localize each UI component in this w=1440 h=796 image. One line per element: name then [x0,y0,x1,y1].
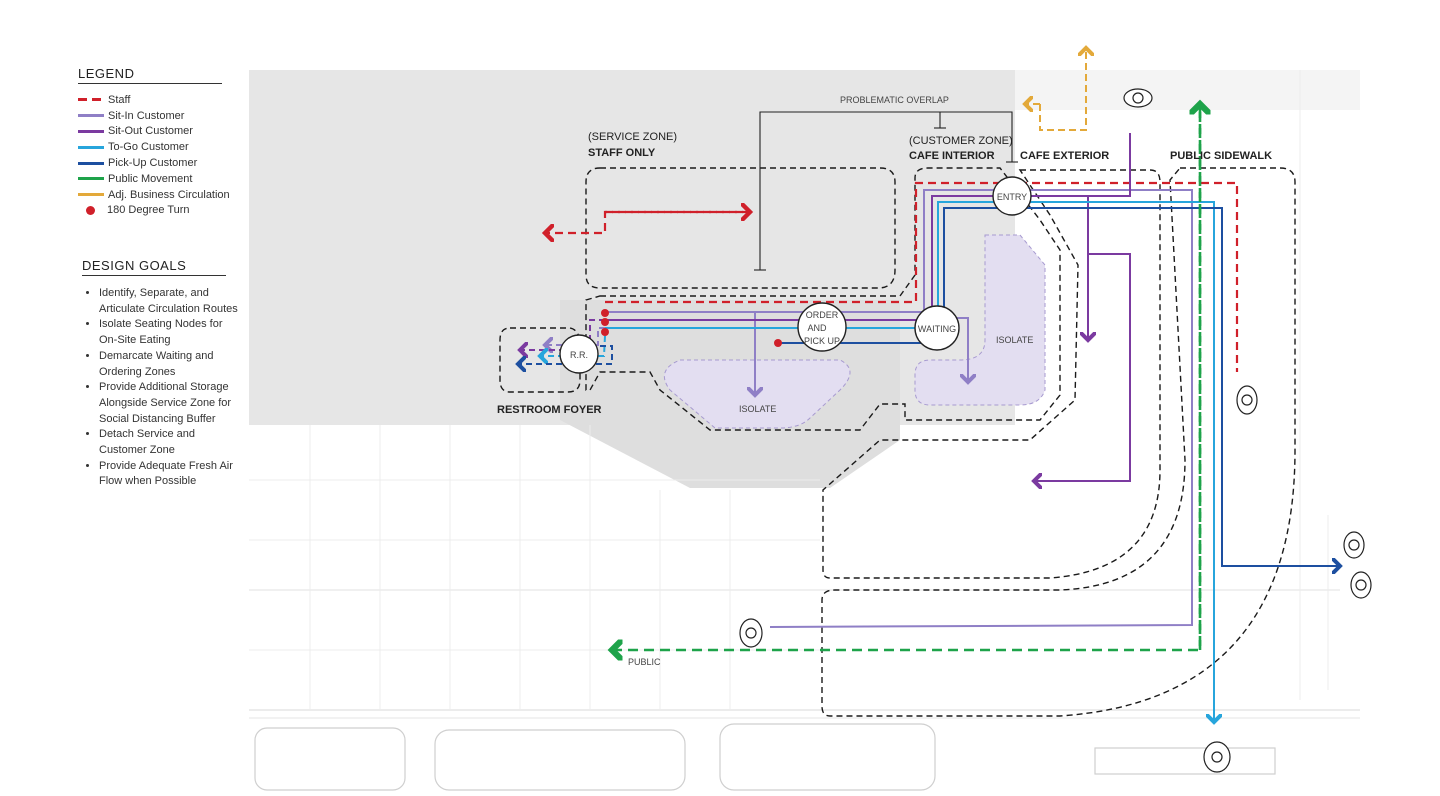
parked-cars [254,723,1276,791]
svg-text:PICK UP: PICK UP [804,336,840,346]
legend-item: Adj. Business Circulation [78,187,248,203]
svg-text:AND: AND [807,323,827,333]
pedestrian-icons [739,88,1372,773]
public-sidewalk-label: PUBLIC SIDEWALK [1170,150,1272,162]
legend-swatch [78,145,104,149]
legend-swatch [78,161,104,165]
design-goals: DESIGN GOALS Identify, Separate, and Art… [82,258,242,490]
zone-outlines [499,167,1296,717]
isolate-label-1: ISOLATE [739,404,776,414]
legend-label: Sit-Out Customer [108,125,193,138]
legend-swatch [78,129,104,133]
public-movement-route [612,104,1200,650]
site-grid [249,70,1329,710]
svg-text:ORDER: ORDER [806,310,839,320]
legend-item: 180 Degree Turn [78,203,248,219]
turn-dots [601,309,782,347]
customer-zone-label: (CUSTOMER ZONE) [909,135,1013,147]
legend-item: Pick-Up Customer [78,155,248,171]
isolate-label-2: ISOLATE [996,335,1033,345]
restroom-node: R.R. [559,334,599,374]
svg-text:ENTRY: ENTRY [997,192,1027,202]
svg-text:WAITING: WAITING [918,324,956,334]
legend-swatch [78,177,104,181]
problematic-overlap-callout [754,111,1018,271]
design-goal-item: Demarcate Waiting and Ordering Zones [99,349,242,380]
legend-label: Staff [108,93,131,106]
legend-item: To-Go Customer [78,139,248,155]
design-goals-title: DESIGN GOALS [82,258,226,276]
legend-label: Sit-In Customer [108,109,185,122]
cafe-exterior-label: CAFE EXTERIOR [1020,150,1109,162]
legend-swatch [78,193,104,197]
order-pickup-node: ORDER AND PICK UP [797,302,847,352]
design-goal-item: Isolate Seating Nodes for On-Site Eating [99,317,242,348]
design-goal-item: Identify, Separate, and Articulate Circu… [99,286,242,317]
legend-title: LEGEND [78,66,222,84]
pick-up-customer-route [518,207,1340,566]
restroom-foyer-label: RESTROOM FOYER [497,404,602,416]
design-goal-item: Detach Service and Customer Zone [99,427,242,458]
legend-label: 180 Degree Turn [107,204,190,217]
waiting-node: WAITING [914,305,960,351]
legend-item: Staff [78,92,248,108]
adjacent-business-route [1025,48,1086,131]
legend-swatch [78,114,104,118]
legend-swatch [78,98,104,102]
service-zone-label: (SERVICE ZONE) [588,131,677,143]
legend-item: Public Movement [78,171,248,187]
design-goal-item: Provide Adequate Fresh Air Flow when Pos… [99,459,242,490]
cafe-interior-label: CAFE INTERIOR [909,150,995,162]
public-label: PUBLIC [628,657,661,667]
legend-label: Public Movement [108,172,193,185]
legend-swatch [86,205,95,215]
entry-node: ENTRY [992,176,1032,216]
svg-text:R.R.: R.R. [570,350,588,360]
legend-label: To-Go Customer [108,141,189,154]
legend-label: Adj. Business Circulation [108,188,230,201]
legend-item: Sit-Out Customer [78,124,248,140]
design-goal-item: Provide Additional Storage Alongside Ser… [99,380,242,427]
legend-item: Sit-In Customer [78,108,248,124]
legend-label: Pick-Up Customer [108,157,198,170]
staff-route [545,181,1239,372]
staff-only-label: STAFF ONLY [588,147,656,159]
problematic-overlap-label: PROBLEMATIC OVERLAP [840,95,949,105]
